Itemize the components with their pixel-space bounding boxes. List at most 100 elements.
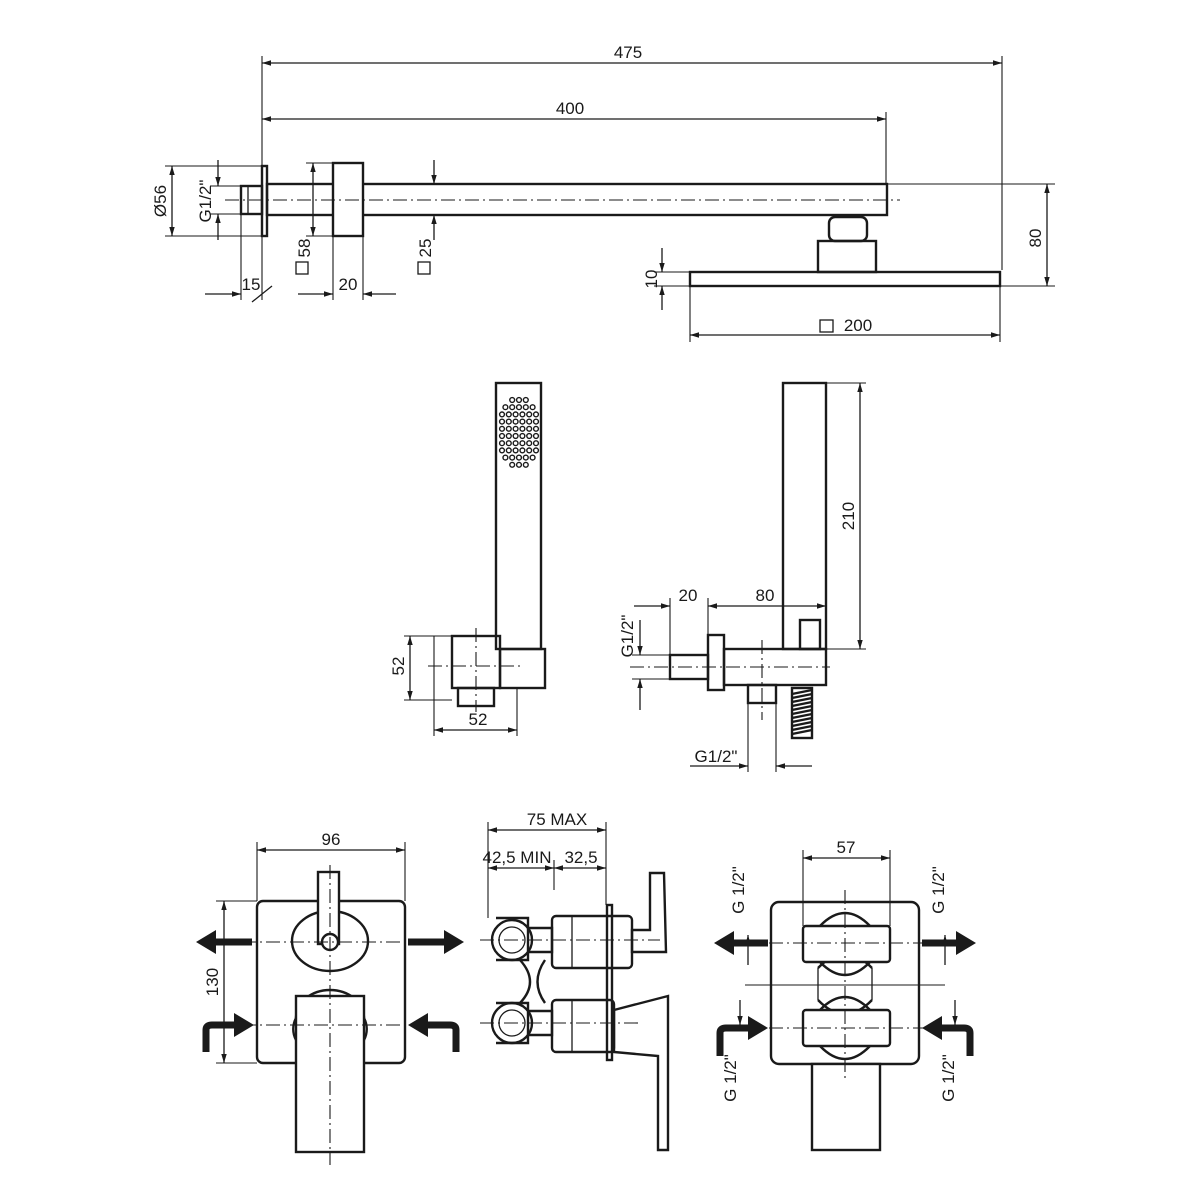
hose-coil <box>791 716 813 724</box>
hose-coil <box>791 708 813 716</box>
dim-depth-min: 42,5 MIN <box>483 848 552 867</box>
nozzle-dot <box>526 447 533 454</box>
dim-plate-height: 130 <box>203 968 222 996</box>
nozzle-dot <box>512 447 519 454</box>
nozzle-dot <box>502 404 509 411</box>
inlet-arrow-left <box>202 1021 236 1052</box>
nozzle-dot <box>526 440 533 447</box>
nozzle-dot <box>498 425 506 432</box>
body-inlet-arrow-right <box>940 1024 974 1056</box>
nozzle-dot <box>519 440 526 447</box>
nozzle-dot <box>505 418 512 425</box>
nozzle-dot <box>519 432 526 440</box>
hand-shower-nozzles <box>498 396 540 468</box>
dim-arm-total: 475 <box>614 43 642 62</box>
nozzle-dot <box>505 447 512 454</box>
nozzle-dot <box>509 461 516 468</box>
nozzle-dot <box>515 454 523 461</box>
lower-cartridge <box>550 998 616 1054</box>
nozzle-dot <box>522 404 529 411</box>
hose-coil <box>791 688 813 696</box>
dim-base-depth: 20 <box>339 275 358 294</box>
dim-depth-max: 75 MAX <box>527 810 587 829</box>
shower-hose <box>790 686 814 740</box>
shower-head-plate <box>688 270 1002 288</box>
inlet-arrow-right <box>426 1021 460 1052</box>
side-mixer-lever <box>612 994 670 1152</box>
holder-hose-outlet <box>746 683 778 705</box>
nozzle-dot <box>532 440 540 447</box>
dim-depth-extra: 32,5 <box>564 848 597 867</box>
nozzle-dot <box>515 404 523 411</box>
dim-outlet-thread: G1/2" <box>695 747 738 766</box>
nozzle-dot <box>532 425 540 432</box>
dim-hand-width: 52 <box>469 710 488 729</box>
hose-coil <box>791 724 813 732</box>
shower-arm-view: 475 400 Ø56 G1/2" 58 25 15 <box>151 43 1055 342</box>
nozzle-dot <box>519 447 526 454</box>
nozzle-dot <box>515 461 523 468</box>
nozzle-dot <box>512 418 519 425</box>
hand-holder-collar <box>498 647 547 690</box>
nozzle-dot <box>505 440 512 447</box>
nozzle-dot <box>522 454 529 461</box>
nozzle-dot <box>505 432 512 440</box>
hose-coil <box>791 720 813 728</box>
dim-holder-offset: 80 <box>756 586 775 605</box>
hose-coil <box>791 700 813 708</box>
nozzle-dot <box>509 454 516 461</box>
dim-hand-height: 52 <box>389 657 408 676</box>
nozzle-dot <box>532 418 540 425</box>
nozzle-dot <box>532 432 540 440</box>
hose-coil <box>791 704 813 712</box>
mixer-body-view: 57 G 1/2" G 1/2" G 1/2" G 1/2" <box>714 838 976 1152</box>
nozzle-dot <box>505 425 512 432</box>
nozzle-dot <box>526 418 533 425</box>
nozzle-dot <box>512 425 519 432</box>
holder-wall-plate <box>706 633 726 692</box>
dim-body-spacing: 57 <box>837 838 856 857</box>
dim-thread-top-left: G 1/2" <box>729 866 748 914</box>
hose-coil <box>791 728 813 736</box>
head-swivel-nut <box>827 215 869 243</box>
dim-arm-base-square: 58 <box>295 239 314 258</box>
nozzle-dot <box>522 396 529 404</box>
dim-head-height: 80 <box>1026 229 1045 248</box>
dim-hand-length: 210 <box>839 502 858 530</box>
dim-thread-top-right: G 1/2" <box>929 866 948 914</box>
nozzle-dot <box>505 411 512 418</box>
nozzle-dot <box>519 425 526 432</box>
side-wall-plate <box>605 903 614 1062</box>
dim-flange-depth: 15 <box>242 275 261 294</box>
dim-arm-thread: G1/2" <box>196 180 215 223</box>
mixer-side-view: 75 MAX 42,5 MIN 32,5 <box>480 810 670 1152</box>
nozzle-dot <box>532 447 540 454</box>
nozzle-dot <box>522 461 529 468</box>
nozzle-dot <box>519 411 526 418</box>
nozzle-dot <box>498 432 506 440</box>
dim-arm-square: 25 <box>416 239 435 258</box>
hose-coil <box>791 692 813 700</box>
nozzle-dot <box>509 404 516 411</box>
nozzle-dot <box>512 411 519 418</box>
nozzle-dot <box>509 396 516 404</box>
nozzle-dot <box>526 411 533 418</box>
hand-shower-side-view: 210 20 80 G1/2" G1/2" <box>618 381 866 772</box>
hand-shower-side-handle <box>781 381 828 651</box>
nozzle-dot <box>519 418 526 425</box>
nozzle-dot <box>498 440 506 447</box>
dim-plate-width: 96 <box>322 830 341 849</box>
dim-head-size: 200 <box>844 316 872 335</box>
side-diverter-lever <box>630 871 668 954</box>
hand-shower-front-view: 52 52 <box>389 381 547 736</box>
dim-thread-bottom-right: G 1/2" <box>939 1054 958 1102</box>
hose-nut <box>798 618 822 651</box>
nozzle-dot <box>498 418 506 425</box>
dim-holder-thread: G1/2" <box>618 615 637 658</box>
dim-flange-diameter: Ø56 <box>151 185 170 217</box>
nozzle-dot <box>512 432 519 440</box>
nozzle-dot <box>526 432 533 440</box>
nozzle-dot <box>532 411 540 418</box>
hose-coil <box>791 712 813 720</box>
